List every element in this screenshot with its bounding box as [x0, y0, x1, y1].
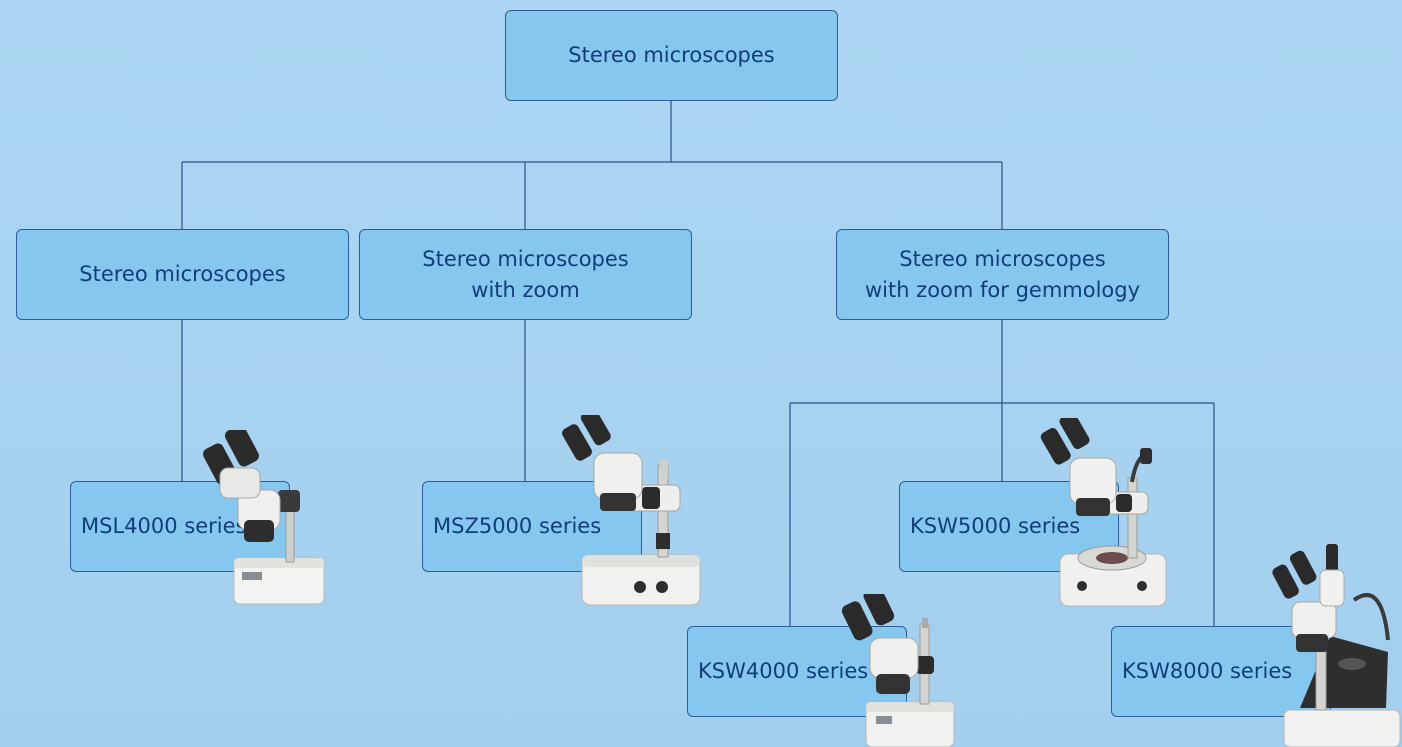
- category-node-stereo-label: Stereo microscopes: [79, 262, 286, 287]
- series-node-ksw8000: KSW8000 series: [1111, 626, 1331, 717]
- root-node: Stereo microscopes: [505, 10, 838, 101]
- series-node-msl4000-label: MSL4000 series: [81, 514, 247, 539]
- series-node-msl4000: MSL4000 series: [70, 481, 290, 572]
- ksw5000-microscope-image: [1040, 418, 1167, 607]
- category-node-gemmology-label: Stereo microscopes with zoom for gemmolo…: [864, 247, 1141, 302]
- msl4000-microscope-image: [203, 430, 325, 605]
- root-node-label: Stereo microscopes: [568, 43, 775, 68]
- ksw8000-microscope-image: [1272, 544, 1401, 747]
- category-node-zoom-label: Stereo microscopes with zoom: [422, 247, 629, 302]
- series-node-ksw8000-label: KSW8000 series: [1122, 659, 1293, 684]
- category-node-zoom: Stereo microscopes with zoom: [359, 229, 692, 320]
- series-node-ksw4000-label: KSW4000 series: [698, 659, 869, 684]
- series-node-ksw5000-label: KSW5000 series: [910, 514, 1081, 539]
- msz5000-microscope-image: [562, 415, 701, 606]
- category-node-stereo: Stereo microscopes: [16, 229, 349, 320]
- category-node-gemmology: Stereo microscopes with zoom for gemmolo…: [836, 229, 1169, 320]
- ksw4000-microscope-image: [841, 594, 955, 747]
- series-node-msz5000-label: MSZ5000 series: [433, 514, 602, 539]
